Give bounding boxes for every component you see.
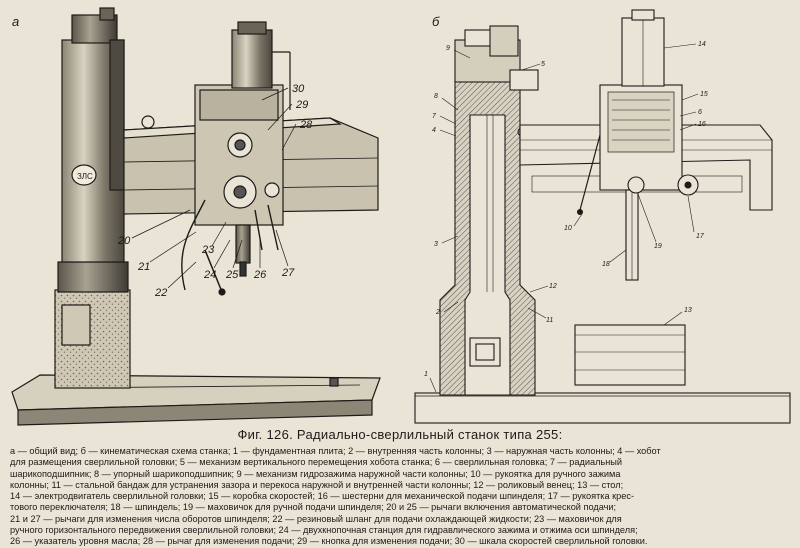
- callout-6: 6: [698, 109, 702, 116]
- callout-14: 14: [698, 41, 706, 48]
- figure-legend: а — общий вид; б — кинематическая схема …: [10, 446, 792, 548]
- legend-line: 26 — указатель уровня масла; 28 — рычаг …: [10, 536, 648, 547]
- callout-27: 27: [281, 267, 295, 279]
- callout-10: 10: [564, 225, 572, 232]
- legend-line: ручного горизонтального передвижения све…: [10, 525, 638, 536]
- callout-8: 8: [434, 93, 438, 100]
- figure-drawing: ЗЛС: [11, 7, 791, 426]
- callout-12: 12: [549, 283, 557, 290]
- figure-caption-title: Фиг. 126. Радиально-сверлильный станок т…: [237, 427, 563, 442]
- callout-24: 24: [203, 269, 216, 281]
- callout-5: 5: [541, 61, 545, 68]
- legend-line: для размещения сверлильной головки; 5 — …: [10, 457, 623, 468]
- panel-a-label: а: [12, 14, 19, 29]
- legend-line: колонны; 11 — стальной бандаж для устран…: [10, 479, 624, 490]
- legend-line: тового переключателя; 18 — шпиндель; 19 …: [10, 502, 617, 513]
- callout-2: 2: [435, 309, 440, 316]
- callout-7: 7: [432, 113, 437, 120]
- callout-20: 20: [117, 235, 131, 247]
- callout-29: 29: [295, 99, 308, 111]
- figure: ЗЛС: [11, 7, 791, 426]
- callout-13: 13: [684, 307, 692, 314]
- panel-a-drawing: ЗЛС: [11, 7, 381, 426]
- callout-3: 3: [434, 241, 438, 248]
- callout-4: 4: [432, 127, 436, 134]
- callout-25: 25: [225, 269, 239, 281]
- callout-16: 16: [698, 121, 706, 128]
- legend-line: а — общий вид; б — кинематическая схема …: [10, 446, 661, 456]
- callout-22: 22: [154, 287, 167, 299]
- callout-17: 17: [696, 233, 705, 240]
- callout-26: 26: [253, 269, 267, 281]
- legend-line: 21 и 27 — рычаги для изменения числа обо…: [10, 513, 622, 524]
- svg-text:ЗЛС: ЗЛС: [77, 172, 93, 181]
- callout-19: 19: [654, 243, 662, 250]
- callout-28: 28: [299, 119, 313, 131]
- callout-9: 9: [446, 45, 450, 52]
- callout-30: 30: [292, 83, 305, 95]
- callout-23: 23: [201, 244, 215, 256]
- panel-b-label: б: [432, 14, 440, 29]
- callout-11: 11: [546, 317, 553, 324]
- callout-18: 18: [602, 261, 610, 268]
- legend-line: 14 — электродвигатель сверлильной головк…: [10, 491, 635, 502]
- callout-21: 21: [137, 261, 150, 273]
- callout-1: 1: [424, 371, 428, 378]
- panel-b-drawing: [414, 9, 791, 424]
- legend-line: шарикоподшипник; 8 — упорный шарикоподши…: [10, 468, 621, 479]
- callout-15: 15: [700, 91, 708, 98]
